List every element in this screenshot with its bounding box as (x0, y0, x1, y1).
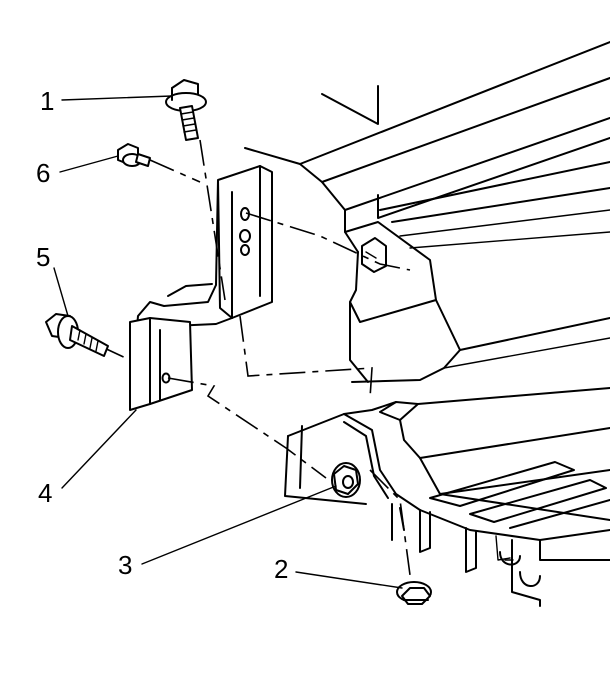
running-board (284, 387, 610, 607)
alignment-lines (99, 139, 413, 591)
bolt-6-icon (117, 143, 151, 167)
callout-6: 6 (36, 158, 50, 188)
callout-2: 2 (274, 554, 288, 584)
callout-4: 4 (38, 478, 52, 508)
callout-3: 3 (118, 550, 132, 580)
callout-1: 1 (40, 86, 54, 116)
nut-3-icon (331, 462, 361, 498)
bolt-1-icon (165, 79, 207, 141)
step-bracket (129, 165, 273, 411)
leader-lines (53, 95, 403, 589)
body-panel (244, 41, 610, 253)
nut-2-icon (396, 581, 432, 605)
callout-5: 5 (36, 242, 50, 272)
frame-mount-bracket (344, 221, 610, 383)
bolt-5-icon (45, 313, 109, 357)
